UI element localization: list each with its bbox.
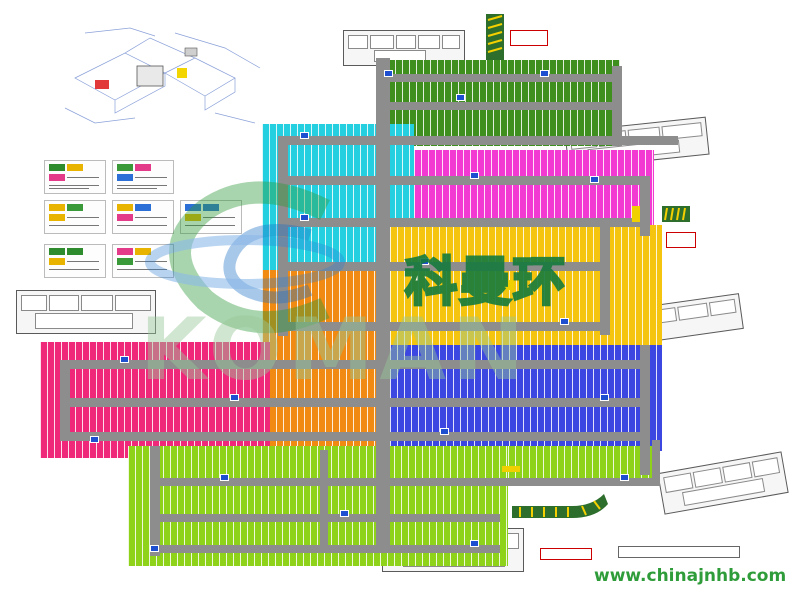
zone-magenta [414, 150, 654, 230]
road [60, 398, 650, 407]
guidance-sign [440, 428, 449, 435]
building-left [16, 290, 156, 334]
road [60, 360, 650, 369]
guidance-sign [90, 436, 99, 443]
road [390, 262, 610, 271]
ramp-right [662, 206, 690, 222]
road [278, 322, 610, 331]
guidance-sign [300, 214, 309, 221]
axonometric-drawing [64, 27, 261, 124]
yellow-marker [500, 280, 514, 290]
legend-card [44, 200, 106, 234]
guidance-sign [560, 318, 569, 325]
guidance-sign [230, 394, 239, 401]
legend-card [112, 200, 174, 234]
road [150, 478, 510, 486]
road [600, 225, 610, 335]
guidance-sign [150, 545, 159, 552]
guidance-sign [540, 70, 549, 77]
road [320, 450, 328, 550]
road [500, 478, 660, 486]
legend-card [112, 160, 174, 194]
guidance-sign [420, 258, 429, 265]
guidance-sign [456, 94, 465, 101]
road [652, 440, 660, 486]
road [278, 136, 678, 145]
guidance-sign [220, 474, 229, 481]
yellow-marker [502, 466, 520, 472]
road [278, 136, 288, 336]
legend-card [44, 160, 106, 194]
road [390, 102, 620, 110]
road [60, 360, 70, 440]
guidance-sign [340, 510, 349, 517]
ramp-bottom [512, 494, 608, 518]
yellow-marker [632, 206, 640, 222]
road [278, 176, 648, 185]
info-tag [666, 232, 696, 248]
legend-card [112, 244, 174, 278]
site-url: www.chinajnhb.com [594, 566, 787, 586]
guidance-sign [384, 70, 393, 77]
company-name-watermark: 科曼环 [403, 252, 568, 315]
guidance-sign [470, 172, 479, 179]
guidance-sign [470, 540, 479, 547]
info-tag [510, 30, 548, 46]
guidance-sign [120, 356, 129, 363]
info-tag [540, 548, 592, 560]
road [150, 446, 160, 556]
ramp-top [486, 14, 504, 60]
guidance-sign [300, 132, 309, 139]
guidance-sign [590, 176, 599, 183]
road [278, 218, 648, 227]
road [390, 74, 620, 82]
road [60, 432, 650, 441]
guidance-sign [600, 394, 609, 401]
guidance-sign [620, 474, 629, 481]
road [612, 66, 622, 146]
legend-card [180, 200, 242, 234]
company-logo-watermark [145, 181, 345, 334]
road [278, 262, 390, 271]
road [640, 176, 650, 236]
building-right-lower [657, 451, 789, 515]
drawing-title-block [618, 546, 740, 558]
road [640, 345, 650, 475]
company-letters-watermark: KOMAN [140, 300, 530, 400]
legend-card [44, 244, 106, 278]
